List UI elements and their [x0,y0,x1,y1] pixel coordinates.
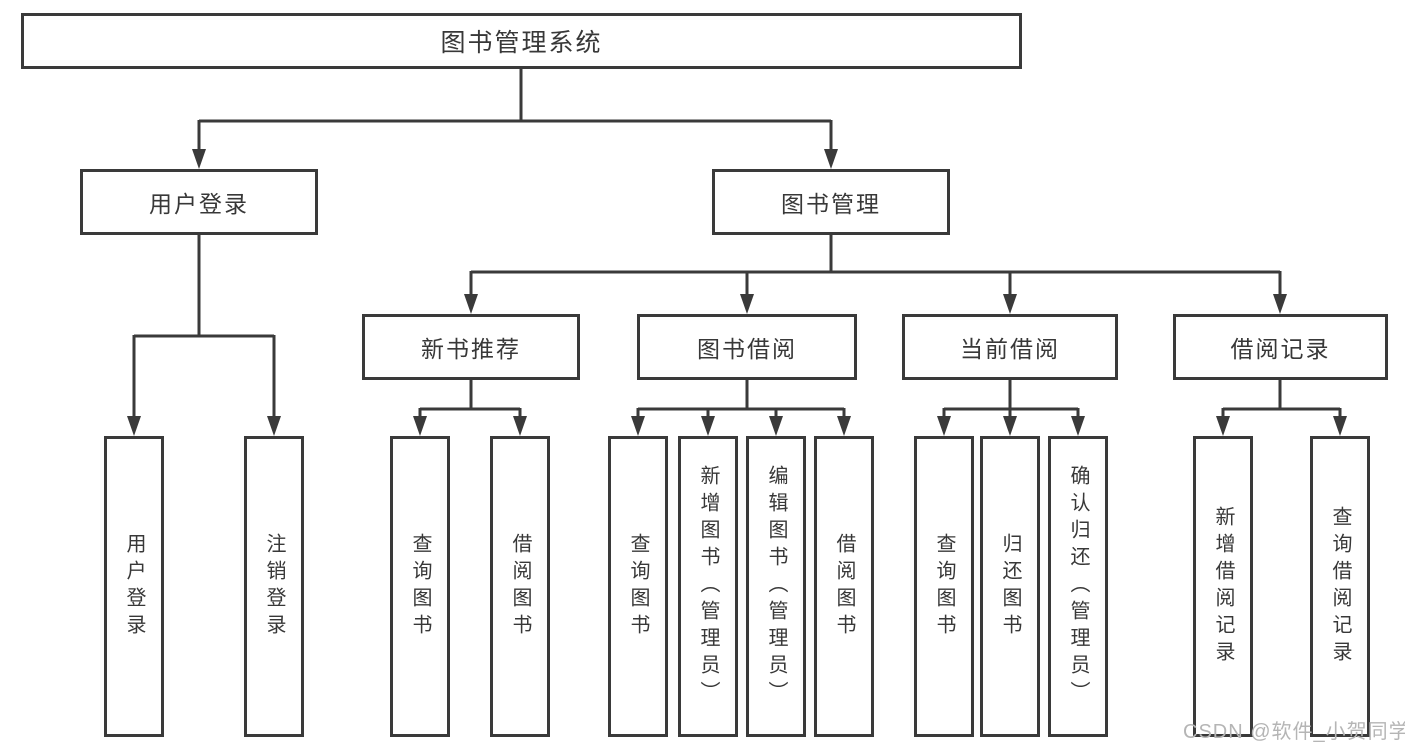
leaf-borrow-books: 借阅图书 [814,436,874,737]
leaf-query-books-current-label: 查询图书 [933,532,955,641]
leaf-query-books-recommend-label: 查询图书 [409,532,431,641]
leaf-return-books: 归还图书 [980,436,1040,737]
node-new-book-recommend: 新书推荐 [362,314,580,380]
leaf-query-books-recommend: 查询图书 [390,436,450,737]
leaf-add-book-admin: 新增图书（管理员） [678,436,738,737]
leaf-query-borrow-record-label: 查询借阅记录 [1329,505,1351,668]
node-user-login: 用户登录 [80,169,318,235]
leaf-logout-label: 注销登录 [263,532,285,641]
leaf-return-books-label: 归还图书 [999,532,1021,641]
leaf-add-borrow-record: 新增借阅记录 [1193,436,1253,737]
leaf-edit-book-admin: 编辑图书（管理员） [746,436,806,737]
connector-book-management-to-level3 [464,235,1287,314]
node-borrow-records: 借阅记录 [1173,314,1388,380]
leaf-query-borrow-record: 查询借阅记录 [1310,436,1370,737]
leaf-user-login: 用户登录 [104,436,164,737]
leaf-edit-book-admin-label: 编辑图书（管理员） [765,465,787,708]
leaf-add-book-admin-label: 新增图书（管理员） [697,465,719,708]
connector-root-to-level2 [192,69,838,169]
node-book-management: 图书管理 [712,169,950,235]
node-current-borrow: 当前借阅 [902,314,1118,380]
connector-user-login-to-leaves [127,235,281,436]
leaf-query-books-current: 查询图书 [914,436,974,737]
connector-new-book-to-leaves [413,380,527,436]
leaf-add-borrow-record-label: 新增借阅记录 [1212,505,1234,668]
leaf-borrow-books-label: 借阅图书 [833,532,855,641]
node-library-management-system: 图书管理系统 [21,13,1022,69]
connector-borrow-records-to-leaves [1216,380,1347,436]
connector-current-borrow-to-leaves [937,380,1085,436]
node-book-borrow: 图书借阅 [637,314,857,380]
leaf-confirm-return-admin-label: 确认归还（管理员） [1067,465,1089,708]
leaf-borrow-books-recommend-label: 借阅图书 [509,532,531,641]
connector-book-borrow-to-leaves [631,380,851,436]
leaf-confirm-return-admin: 确认归还（管理员） [1048,436,1108,737]
leaf-logout: 注销登录 [244,436,304,737]
leaf-borrow-books-recommend: 借阅图书 [490,436,550,737]
leaf-query-books-borrow-label: 查询图书 [627,532,649,641]
leaf-user-login-label: 用户登录 [123,532,145,641]
csdn-watermark: CSDN @软件_小贺同学 [1183,721,1405,743]
leaf-query-books-borrow: 查询图书 [608,436,668,737]
